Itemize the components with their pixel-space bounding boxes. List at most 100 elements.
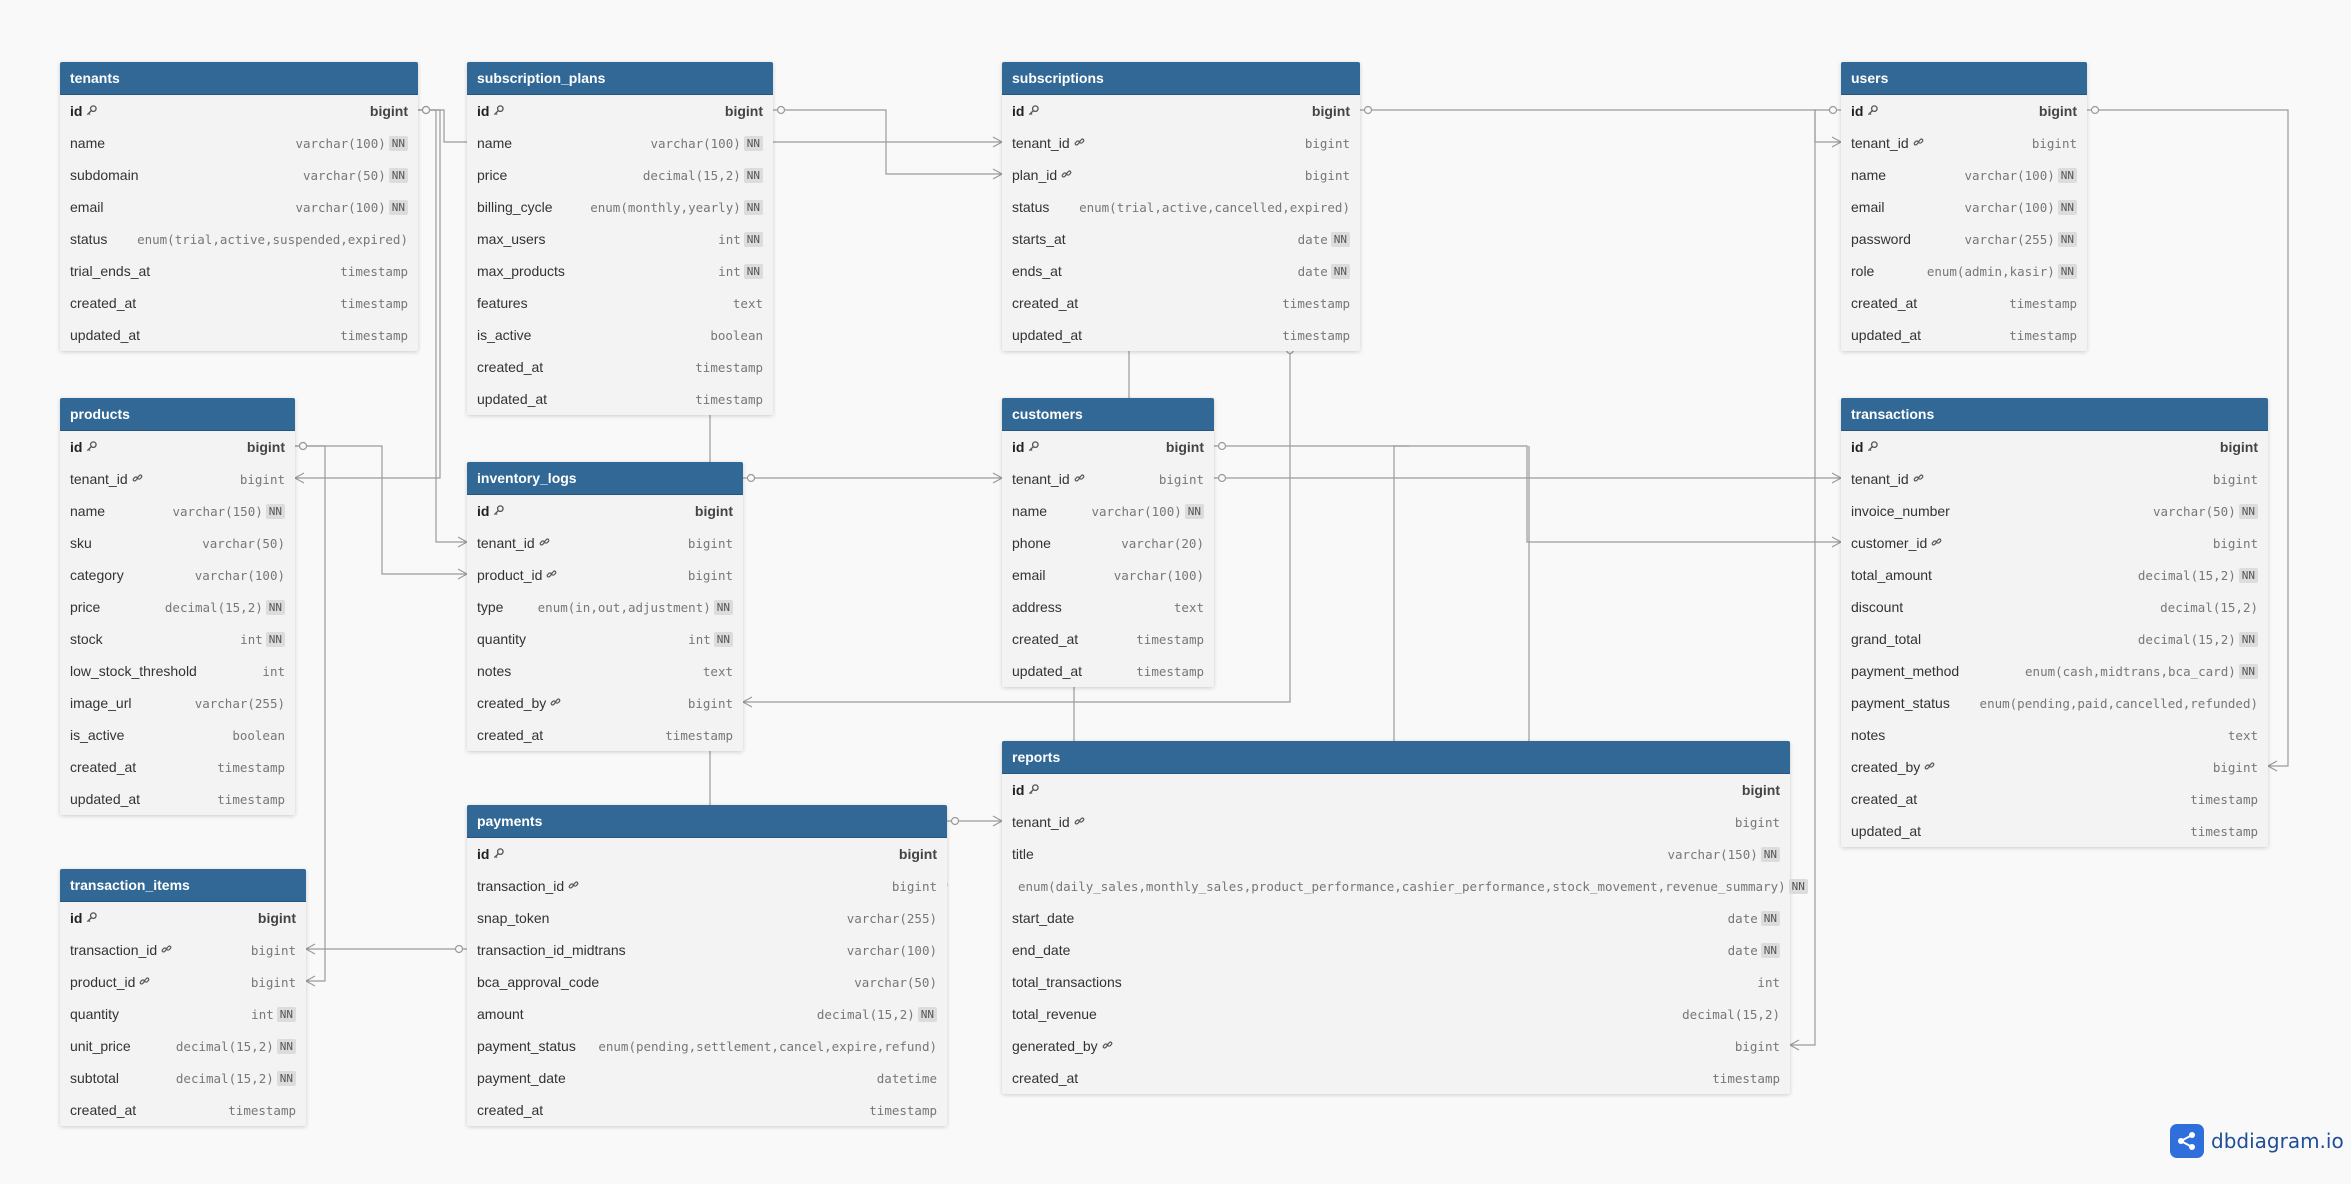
relationship-line[interactable] [418,109,467,543]
table-header[interactable]: customers [1002,398,1214,431]
table-header[interactable]: reports [1002,741,1790,774]
relationship-line[interactable] [295,445,467,575]
table-header[interactable]: transactions [1841,398,2268,431]
table-header[interactable]: products [60,398,295,431]
table-header[interactable]: transaction_items [60,869,306,902]
table-header[interactable]: subscription_plans [467,62,773,95]
column-row[interactable]: typeenum(daily_sales,monthly_sales,produ… [1002,870,1808,902]
relationship-line[interactable] [773,109,1002,175]
relationship-line[interactable] [1790,109,1841,1046]
table-header[interactable]: inventory_logs [467,462,743,495]
brand-badge[interactable]: dbdiagram.io [2170,1124,2344,1158]
relationship-line[interactable] [1214,445,1841,543]
